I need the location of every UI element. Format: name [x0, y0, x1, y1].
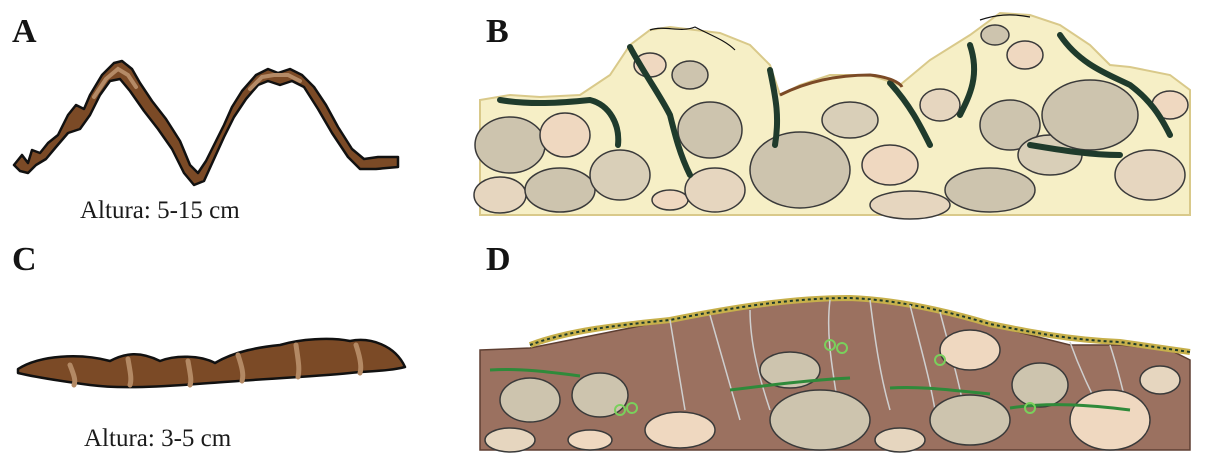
crust-profile-c [10, 325, 410, 395]
panel-label-d: D [486, 243, 511, 277]
panel-label-a: A [12, 15, 37, 49]
crust-cross-section-b [470, 5, 1200, 220]
crust-cross-section-d [470, 290, 1200, 455]
crust-profile-a [10, 55, 410, 195]
height-caption-a: Altura: 5-15 cm [80, 197, 240, 225]
height-caption-c: Altura: 3-5 cm [84, 425, 231, 453]
panel-label-c: C [12, 243, 37, 277]
